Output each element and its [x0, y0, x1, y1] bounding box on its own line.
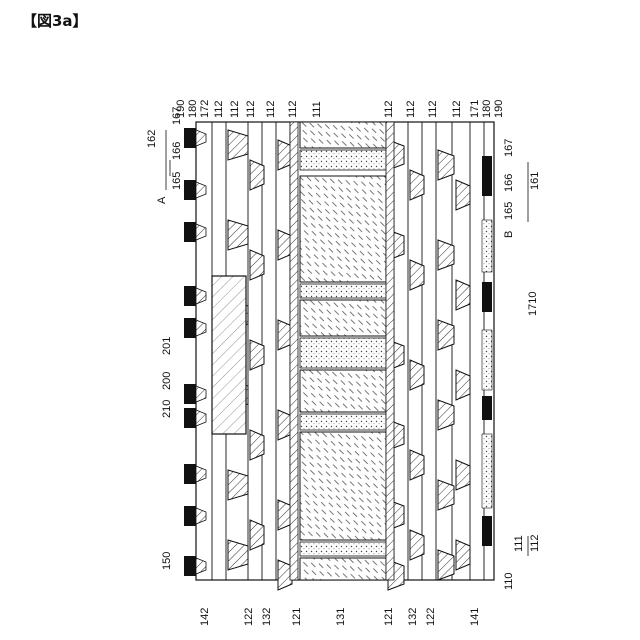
right-resist-2 — [482, 434, 492, 508]
core-block-4 — [300, 432, 386, 540]
top-label-11: 112 — [427, 100, 439, 118]
right-pad-3 — [482, 516, 492, 546]
core-block-3 — [300, 370, 386, 412]
top-label-8: 111 — [311, 101, 323, 118]
plated-column-0 — [290, 122, 298, 580]
dielectric-strip-4 — [300, 542, 386, 556]
left-pad-5 — [184, 384, 196, 404]
top-reference-labels: 1901801721121121121121121111121121121121… — [175, 100, 505, 118]
left-pad-6 — [184, 408, 196, 428]
label-111-right: 111 — [513, 535, 525, 552]
dielectric-strip-3 — [300, 414, 386, 430]
label-B: B — [503, 231, 515, 238]
right-reference-labels: 167 166 165 161 B 1710 111 112 110 — [503, 139, 541, 590]
left-pad-9 — [184, 556, 196, 576]
left-pad-8 — [184, 506, 196, 526]
bottom-label-7: 122 — [425, 608, 437, 626]
label-161: 161 — [529, 172, 541, 190]
bottom-label-1: 122 — [243, 608, 255, 626]
top-label-14: 180 — [481, 100, 493, 118]
label-A: A — [156, 196, 168, 204]
top-label-12: 112 — [451, 100, 463, 118]
left-pad-7 — [184, 464, 196, 484]
top-label-10: 112 — [405, 100, 417, 118]
core-block-0 — [300, 122, 386, 148]
core-block-1 — [300, 176, 386, 282]
label-166-left: 166 — [171, 142, 183, 160]
label-200: 200 — [161, 372, 173, 390]
label-166-right: 166 — [503, 174, 515, 192]
top-label-3: 112 — [213, 100, 225, 118]
label-167-right: 167 — [503, 139, 515, 157]
label-150: 150 — [161, 552, 173, 570]
right-resist-1 — [482, 330, 492, 390]
right-pad-2 — [482, 396, 492, 420]
top-label-6: 112 — [265, 100, 277, 118]
top-label-13: 171 — [469, 100, 481, 118]
label-165-left: 165 — [171, 172, 183, 190]
dielectric-strip-1 — [300, 284, 386, 298]
bottom-label-0: 142 — [199, 608, 211, 626]
label-110: 110 — [503, 572, 515, 590]
core-block-2 — [300, 300, 386, 336]
label-201: 201 — [161, 337, 173, 355]
left-pad-3 — [184, 286, 196, 306]
bottom-label-2: 132 — [261, 608, 273, 626]
core-layer-111 — [300, 122, 386, 580]
left-pad-2 — [184, 222, 196, 242]
label-210: 210 — [161, 400, 173, 418]
top-label-9: 112 — [383, 100, 395, 118]
top-label-2: 172 — [199, 100, 211, 118]
top-label-5: 112 — [245, 100, 257, 118]
bottom-label-8: 141 — [469, 608, 481, 626]
bottom-label-5: 121 — [383, 608, 395, 626]
right-pad-1 — [482, 282, 492, 312]
chip-200 — [212, 276, 246, 434]
right-resist-0 — [482, 220, 492, 272]
dielectric-strip-2 — [300, 338, 386, 368]
top-label-1: 180 — [187, 100, 199, 118]
top-label-15: 190 — [493, 100, 505, 118]
left-pad-1 — [184, 180, 196, 200]
label-1710: 1710 — [527, 292, 539, 316]
left-pad-4 — [184, 318, 196, 338]
bottom-label-3: 121 — [291, 608, 303, 626]
bottom-reference-labels: 142 122 132 121 131 121 132 122 141 — [199, 608, 481, 626]
label-162: 162 — [146, 130, 158, 148]
top-label-4: 112 — [229, 100, 241, 118]
label-165-right: 165 — [503, 202, 515, 220]
bottom-label-6: 132 — [407, 608, 419, 626]
dielectric-strip-0 — [300, 150, 386, 170]
top-label-7: 112 — [287, 100, 299, 118]
left-reference-labels: 162 167 166 165 A 201 200 210 150 — [146, 107, 183, 570]
right-pad-0 — [482, 156, 492, 196]
bottom-label-4: 131 — [335, 608, 347, 626]
core-block-5 — [300, 558, 386, 580]
plated-column-1 — [386, 122, 394, 580]
label-112-right: 112 — [529, 534, 541, 552]
left-pad-0 — [184, 128, 196, 148]
label-167-left: 167 — [171, 107, 183, 125]
